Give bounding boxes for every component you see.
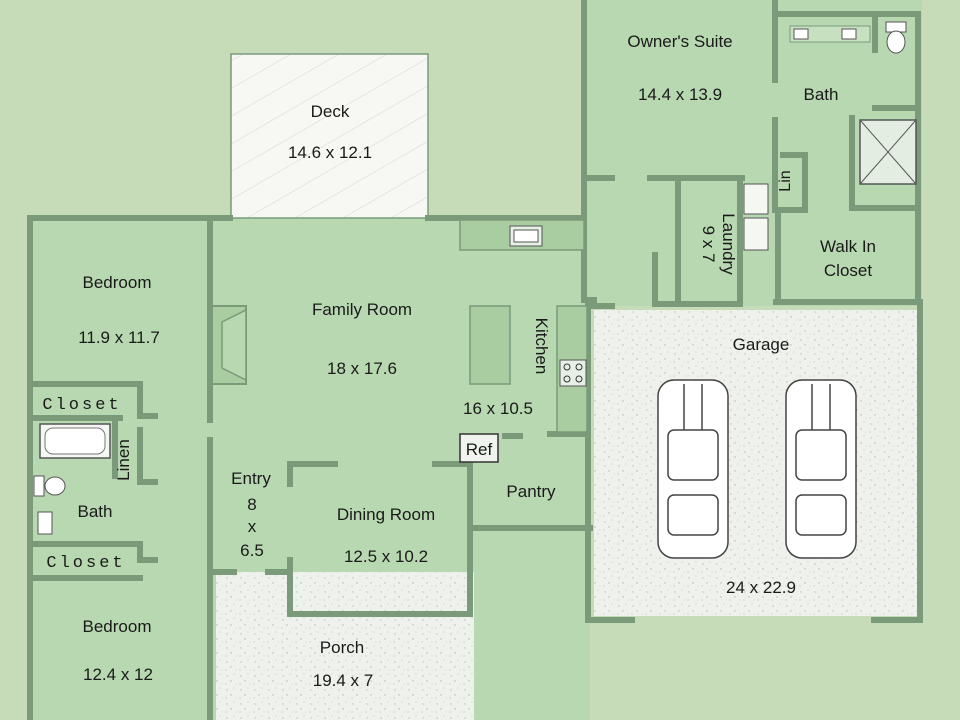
bedroom-2-size: 12.4 x 12	[83, 665, 153, 684]
dining-room-label: Dining Room	[337, 505, 435, 524]
garage-size: 24 x 22.9	[726, 578, 796, 597]
garage-label: Garage	[733, 335, 790, 354]
garage-slab	[594, 310, 918, 616]
bedroom-2-label: Bedroom	[83, 617, 152, 636]
linen-label: Linen	[114, 439, 133, 481]
car-left-icon	[657, 379, 729, 559]
porch-size: 19.4 x 7	[313, 671, 374, 690]
walk-in-closet-label-1: Walk In	[820, 237, 876, 256]
walk-in-closet-label-2: Closet	[824, 261, 872, 280]
lin-label: Lin	[777, 170, 794, 191]
closet-1-label: Closet	[42, 396, 121, 415]
stove-icon	[559, 359, 587, 387]
entry-width: 8	[247, 495, 256, 514]
pantry-label: Pantry	[506, 482, 556, 501]
owners-suite-size: 14.4 x 13.9	[638, 85, 722, 104]
walls	[27, 0, 923, 720]
porch-label: Porch	[320, 638, 364, 657]
entry-label: Entry	[231, 469, 271, 488]
bathtub-icon	[39, 423, 111, 459]
laundry-label: Laundry	[719, 213, 738, 275]
laundry-size: 9 x 7	[699, 226, 718, 263]
owners-suite-label: Owner's Suite	[627, 32, 732, 51]
family-room-label: Family Room	[312, 300, 412, 319]
vanity-icon	[37, 511, 53, 535]
bedroom-1-size: 11.9 x 11.7	[78, 328, 160, 347]
fireplace-icon	[211, 305, 247, 385]
vanity-sinks-icon	[789, 25, 871, 43]
deck-label: Deck	[311, 102, 350, 121]
owners-toilet-icon	[885, 21, 907, 54]
kitchen-label: Kitchen	[532, 318, 551, 375]
kitchen-size: 16 x 10.5	[463, 399, 533, 418]
family-room-size: 18 x 17.6	[327, 359, 397, 378]
porch-slab	[216, 572, 474, 720]
deck-area	[230, 53, 429, 219]
bedroom-1-label: Bedroom	[83, 273, 152, 292]
sink-icon	[509, 225, 543, 247]
shower-icon	[859, 119, 917, 185]
toilet-icon	[33, 475, 66, 497]
washer-dryer-icon	[743, 183, 769, 251]
hall-bath-label: Bath	[78, 502, 113, 521]
ref-label: Ref	[466, 440, 493, 459]
deck-size: 14.6 x 12.1	[288, 143, 372, 162]
owners-bath-label: Bath	[804, 85, 839, 104]
car-right-icon	[785, 379, 857, 559]
refrigerator-box	[459, 433, 499, 463]
entry-height: 6.5	[240, 541, 264, 560]
closet-2-label: Closet	[46, 554, 125, 573]
entry-x: x	[248, 517, 257, 536]
dining-room-size: 12.5 x 10.2	[344, 547, 428, 566]
